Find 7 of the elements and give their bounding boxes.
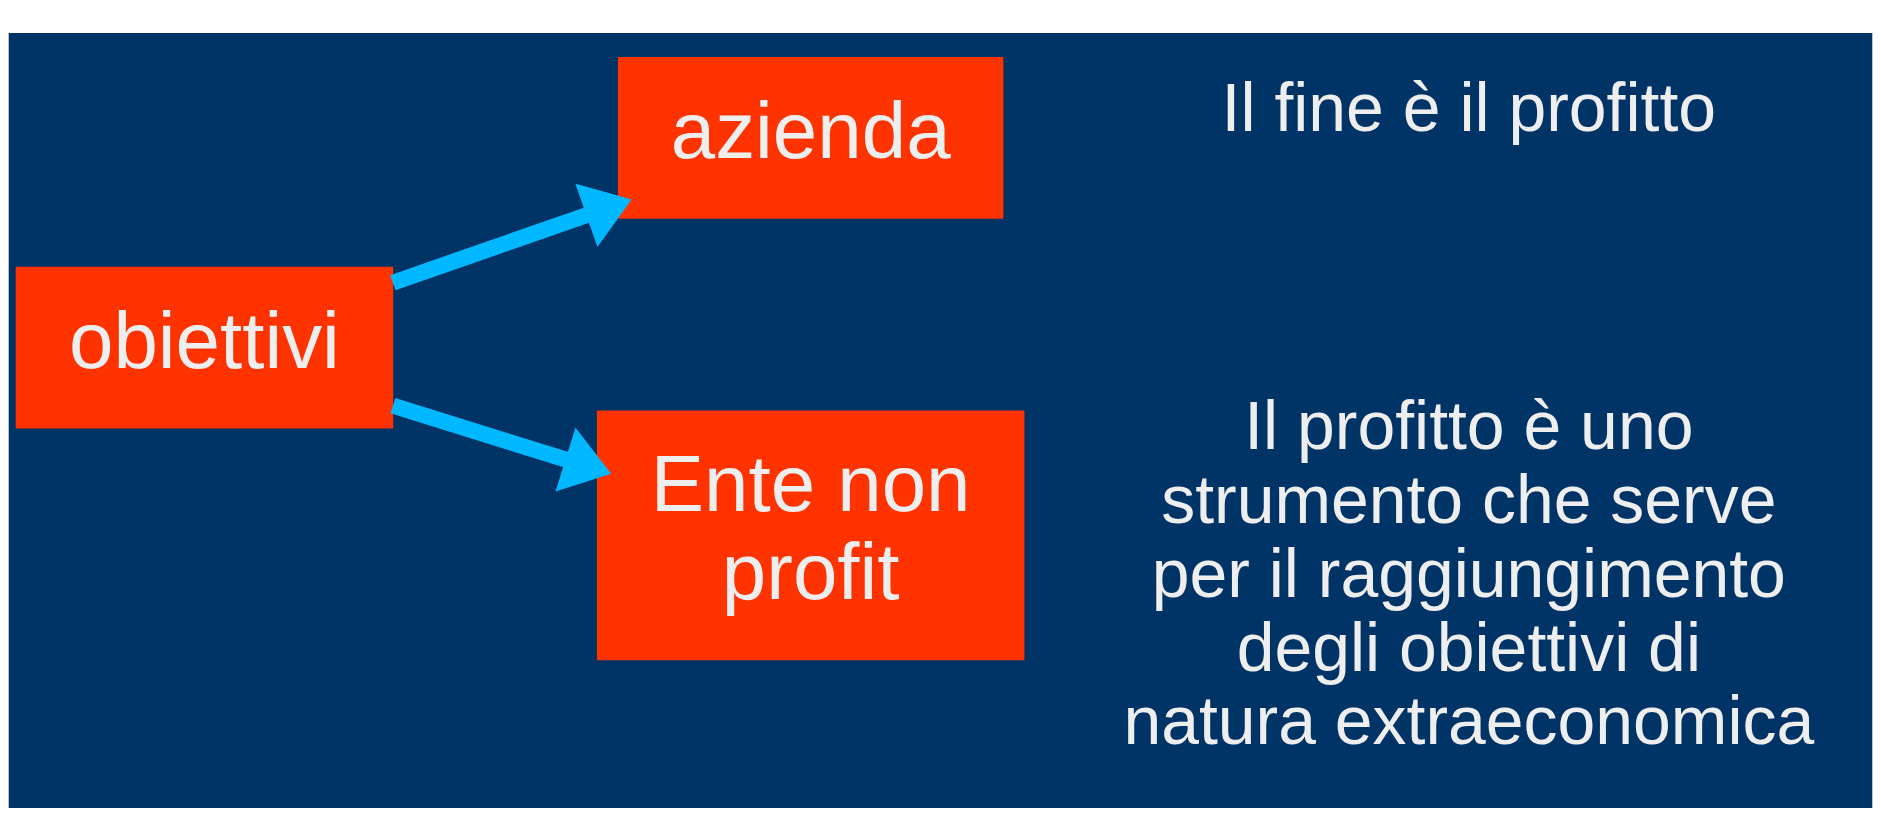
arrow <box>390 183 632 290</box>
node-label: Il fine è il profitto <box>1221 69 1717 145</box>
node-box: azienda <box>617 56 1004 219</box>
node-box: Ente non profit <box>596 410 1025 660</box>
node-box: obiettivi <box>15 266 394 428</box>
node-label: Il profitto è uno strumento che serve per il raggiungimento degli obiettivi di natura extraeconomica <box>1123 387 1815 758</box>
arrow <box>390 397 612 492</box>
